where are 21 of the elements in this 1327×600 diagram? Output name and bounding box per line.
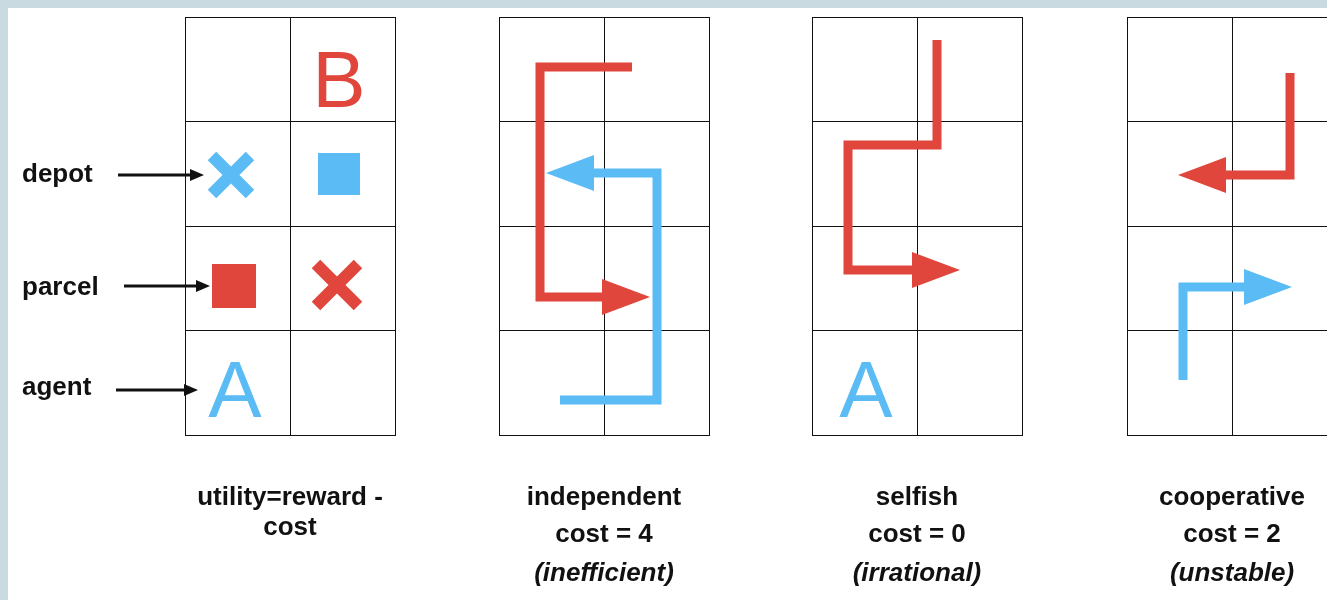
leader-arrow bbox=[124, 280, 210, 292]
leader-arrow bbox=[118, 169, 204, 181]
grid-letter: A bbox=[838, 350, 894, 430]
caption: (unstable) bbox=[1168, 557, 1296, 587]
caption: cost = 0 bbox=[867, 518, 967, 548]
caption: cost = 4 bbox=[554, 518, 654, 548]
caption: selfish bbox=[874, 481, 960, 511]
caption: utility=reward - cost bbox=[196, 481, 384, 541]
square-icon bbox=[212, 264, 256, 308]
caption: independent bbox=[525, 481, 683, 511]
agent-label: agent bbox=[22, 371, 112, 401]
caption: cost = 2 bbox=[1182, 518, 1282, 548]
caption: cooperative bbox=[1158, 481, 1306, 511]
parcel-label: parcel bbox=[22, 271, 120, 301]
caption: (irrational) bbox=[851, 557, 983, 587]
depot-label: depot bbox=[22, 158, 114, 188]
cross-icon bbox=[206, 150, 256, 200]
caption: (inefficient) bbox=[533, 557, 675, 587]
leader-arrow bbox=[116, 384, 198, 396]
grid-letter: B bbox=[311, 40, 367, 120]
agent-letter: A bbox=[200, 350, 270, 430]
